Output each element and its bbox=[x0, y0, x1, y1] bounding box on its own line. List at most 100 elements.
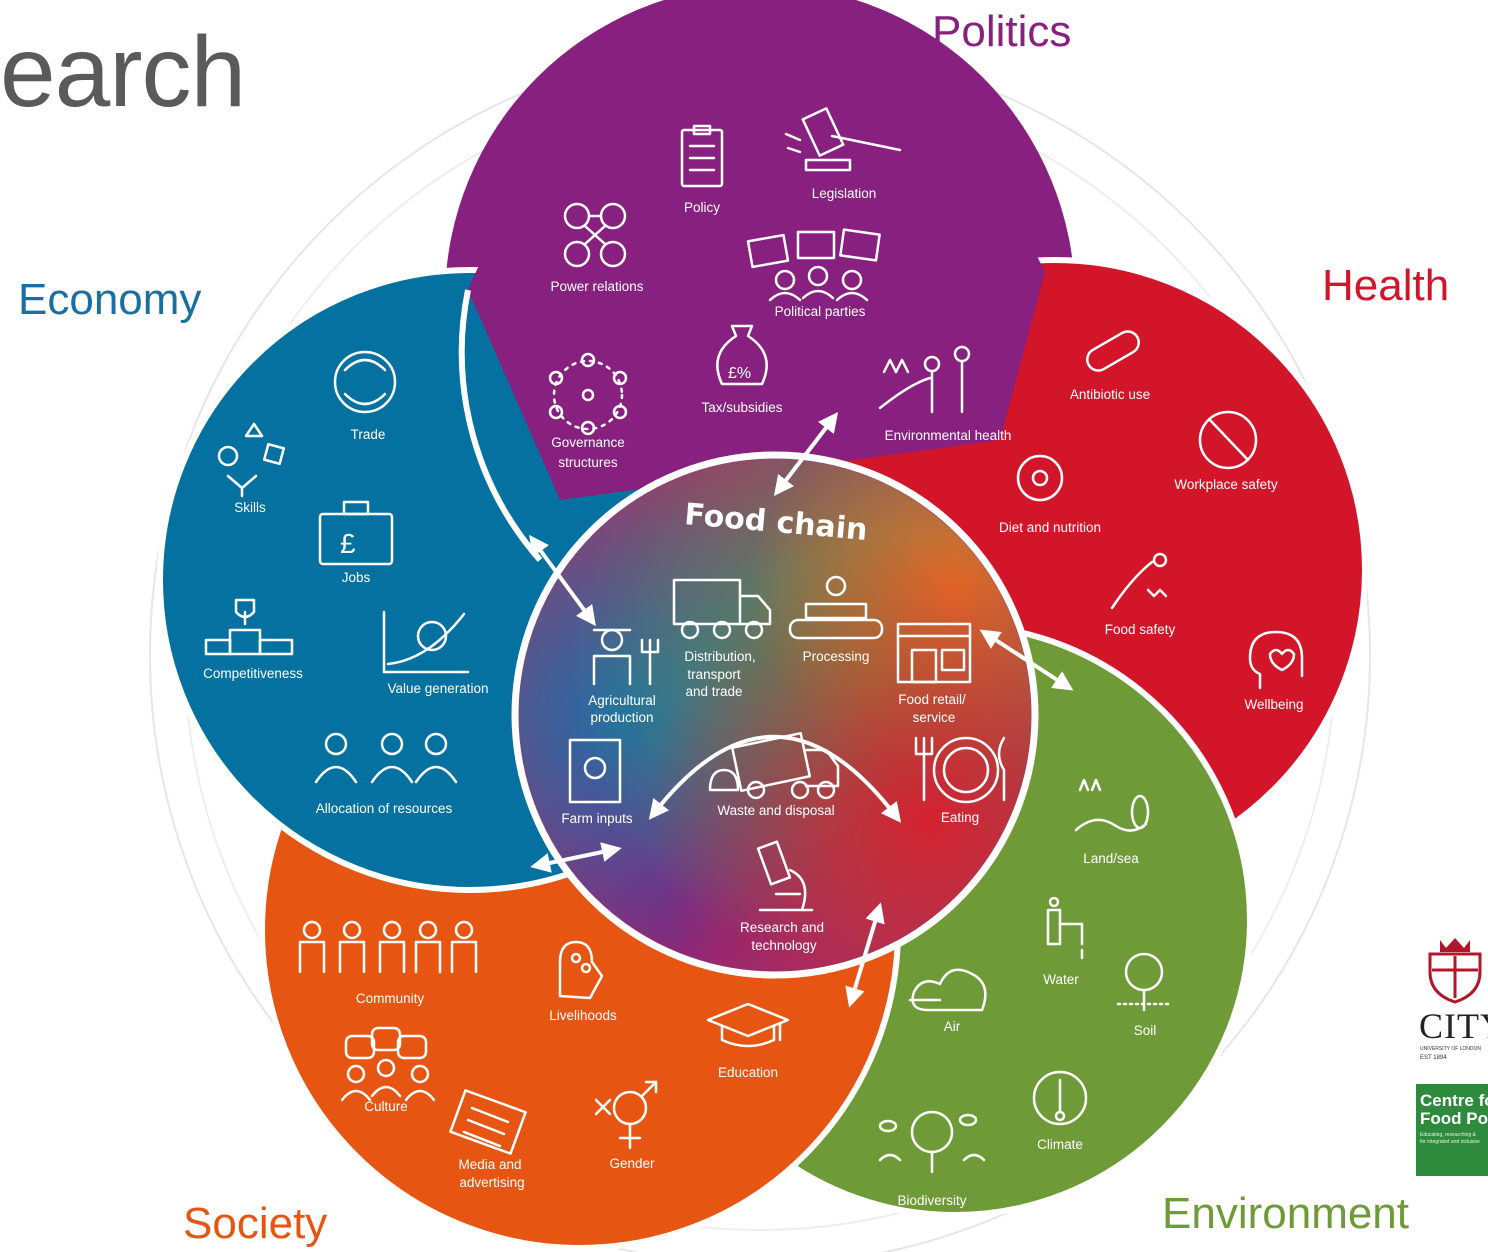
arrow-environment-foodchain bbox=[979, 629, 1074, 691]
label-tax-subsidies: Tax/subsidies bbox=[701, 400, 782, 415]
label-livelihoods: Livelihoods bbox=[549, 1008, 617, 1023]
city-university-logo: CITY UNIVERSITY OF LONDON EST 1894 Centr… bbox=[1398, 892, 1488, 1182]
gavel-icon bbox=[784, 107, 902, 172]
logo-centre-line1: Centre for bbox=[1420, 1091, 1488, 1110]
logo-centre-line2: Food Policy bbox=[1420, 1109, 1488, 1128]
svg-text:£%: £% bbox=[728, 365, 751, 382]
briefcase-pound-icon: £ bbox=[318, 500, 394, 566]
no-worker-icon bbox=[1198, 410, 1258, 470]
garbage-truck-icon bbox=[708, 731, 840, 800]
logo-city-text: CITY bbox=[1419, 1006, 1488, 1046]
section-label-politics: Politics bbox=[932, 7, 1072, 56]
label-culture: Culture bbox=[364, 1099, 408, 1114]
clipboard-icon bbox=[680, 124, 724, 188]
allocation-people-icon bbox=[314, 732, 458, 784]
label-eating: Eating bbox=[941, 810, 979, 825]
label-value-generation: Value generation bbox=[387, 681, 488, 696]
seed-bag-icon bbox=[568, 738, 622, 804]
graduation-cap-icon bbox=[706, 1002, 790, 1048]
tap-water-icon bbox=[1046, 896, 1084, 960]
section-label-health: Health bbox=[1322, 261, 1450, 310]
plate-cutlery-icon bbox=[914, 736, 1006, 804]
label-climate: Climate bbox=[1037, 1137, 1083, 1152]
head-heart-icon bbox=[1248, 630, 1304, 690]
food-chain-circle bbox=[511, 451, 1039, 979]
arrow-society-economy bbox=[530, 842, 622, 873]
donut-icon bbox=[1016, 454, 1064, 502]
politics-petal-overlap bbox=[468, 92, 1045, 500]
label-diet-and-nutrition: Diet and nutrition bbox=[999, 520, 1101, 535]
logo-green-band bbox=[1416, 1084, 1488, 1176]
gender-symbol-icon bbox=[594, 1080, 658, 1150]
newspaper-icon bbox=[449, 1089, 527, 1155]
political-parties-icon bbox=[746, 228, 881, 302]
label-land-sea: Land/sea bbox=[1083, 851, 1139, 866]
logo-est-text: EST 1894 bbox=[1420, 1055, 1447, 1061]
label-competitiveness: Competitiveness bbox=[203, 666, 303, 681]
connection-arrows bbox=[529, 412, 1074, 1008]
label-governance-line2: structures bbox=[558, 455, 618, 470]
governance-icon bbox=[548, 352, 628, 436]
arrow-waste-cycle bbox=[648, 734, 902, 823]
conveyor-icon bbox=[788, 575, 884, 640]
label-policy: Policy bbox=[684, 200, 720, 215]
label-waste-and-disposal: Waste and disposal bbox=[717, 803, 834, 818]
power-relations-icon bbox=[563, 202, 627, 268]
arrow-politics-foodchain bbox=[529, 534, 596, 627]
money-bag-icon: £% bbox=[716, 324, 768, 386]
hand-coins-icon bbox=[558, 940, 604, 1000]
culture-icon bbox=[340, 1026, 436, 1102]
environmental-health-icon bbox=[878, 345, 971, 414]
biodiversity-icon bbox=[878, 1110, 986, 1174]
label-trade: Trade bbox=[351, 427, 386, 442]
globe-arrows-icon bbox=[333, 350, 397, 414]
label-workplace-safety: Workplace safety bbox=[1174, 477, 1278, 492]
truck-icon bbox=[672, 578, 772, 640]
arrow-health-foodchain bbox=[773, 412, 839, 496]
label-distribution-line3: and trade bbox=[685, 684, 742, 699]
label-power-relations: Power relations bbox=[550, 279, 643, 294]
label-food-retail-line2: service bbox=[913, 710, 956, 725]
section-label-economy: Economy bbox=[18, 275, 202, 324]
logo-tagline-1: Educating, researching & bbox=[1420, 1132, 1476, 1138]
label-food-retail-line1: Food retail/ bbox=[898, 692, 966, 707]
label-agricultural-line1: Agricultural bbox=[588, 693, 656, 708]
label-distribution-line1: Distribution, bbox=[684, 649, 755, 664]
label-skills: Skills bbox=[234, 500, 266, 515]
label-gender: Gender bbox=[609, 1156, 655, 1171]
label-biodiversity: Biodiversity bbox=[897, 1193, 966, 1208]
section-label-society: Society bbox=[183, 1199, 328, 1248]
shop-icon bbox=[896, 622, 972, 684]
label-research-line1: Research and bbox=[740, 920, 824, 935]
thermometer-globe-icon bbox=[1032, 1070, 1088, 1126]
svg-text:£: £ bbox=[340, 528, 356, 559]
slide-title: earch bbox=[0, 16, 246, 128]
logo-university-text: UNIVERSITY OF LONDON bbox=[1420, 1046, 1482, 1052]
label-legislation: Legislation bbox=[812, 186, 877, 201]
land-sea-icon bbox=[1074, 778, 1150, 832]
label-research-line2: technology bbox=[751, 938, 817, 953]
label-processing: Processing bbox=[803, 649, 870, 664]
label-allocation-of-resources: Allocation of resources bbox=[316, 801, 453, 816]
label-wellbeing: Wellbeing bbox=[1244, 697, 1303, 712]
arrow-foodchain-research bbox=[845, 902, 885, 1008]
label-media-line1: Media and bbox=[458, 1157, 521, 1172]
label-water: Water bbox=[1043, 972, 1079, 987]
label-soil: Soil bbox=[1134, 1023, 1157, 1038]
farmer-icon bbox=[592, 628, 660, 686]
label-farm-inputs: Farm inputs bbox=[561, 811, 633, 826]
label-air: Air bbox=[944, 1019, 961, 1034]
crest-icon bbox=[1428, 938, 1482, 1004]
microscope-icon bbox=[756, 840, 814, 912]
growth-chart-icon bbox=[382, 610, 470, 674]
label-distribution-line2: transport bbox=[687, 667, 741, 682]
section-label-environment: Environment bbox=[1162, 1189, 1410, 1238]
tree-soil-icon bbox=[1116, 952, 1172, 1012]
label-jobs: Jobs bbox=[342, 570, 371, 585]
label-antibiotic-use: Antibiotic use bbox=[1070, 387, 1150, 402]
label-media-line2: advertising bbox=[459, 1175, 524, 1190]
label-political-parties: Political parties bbox=[775, 304, 866, 319]
cloud-air-icon bbox=[908, 968, 987, 1012]
food-safety-icon bbox=[1110, 552, 1168, 610]
